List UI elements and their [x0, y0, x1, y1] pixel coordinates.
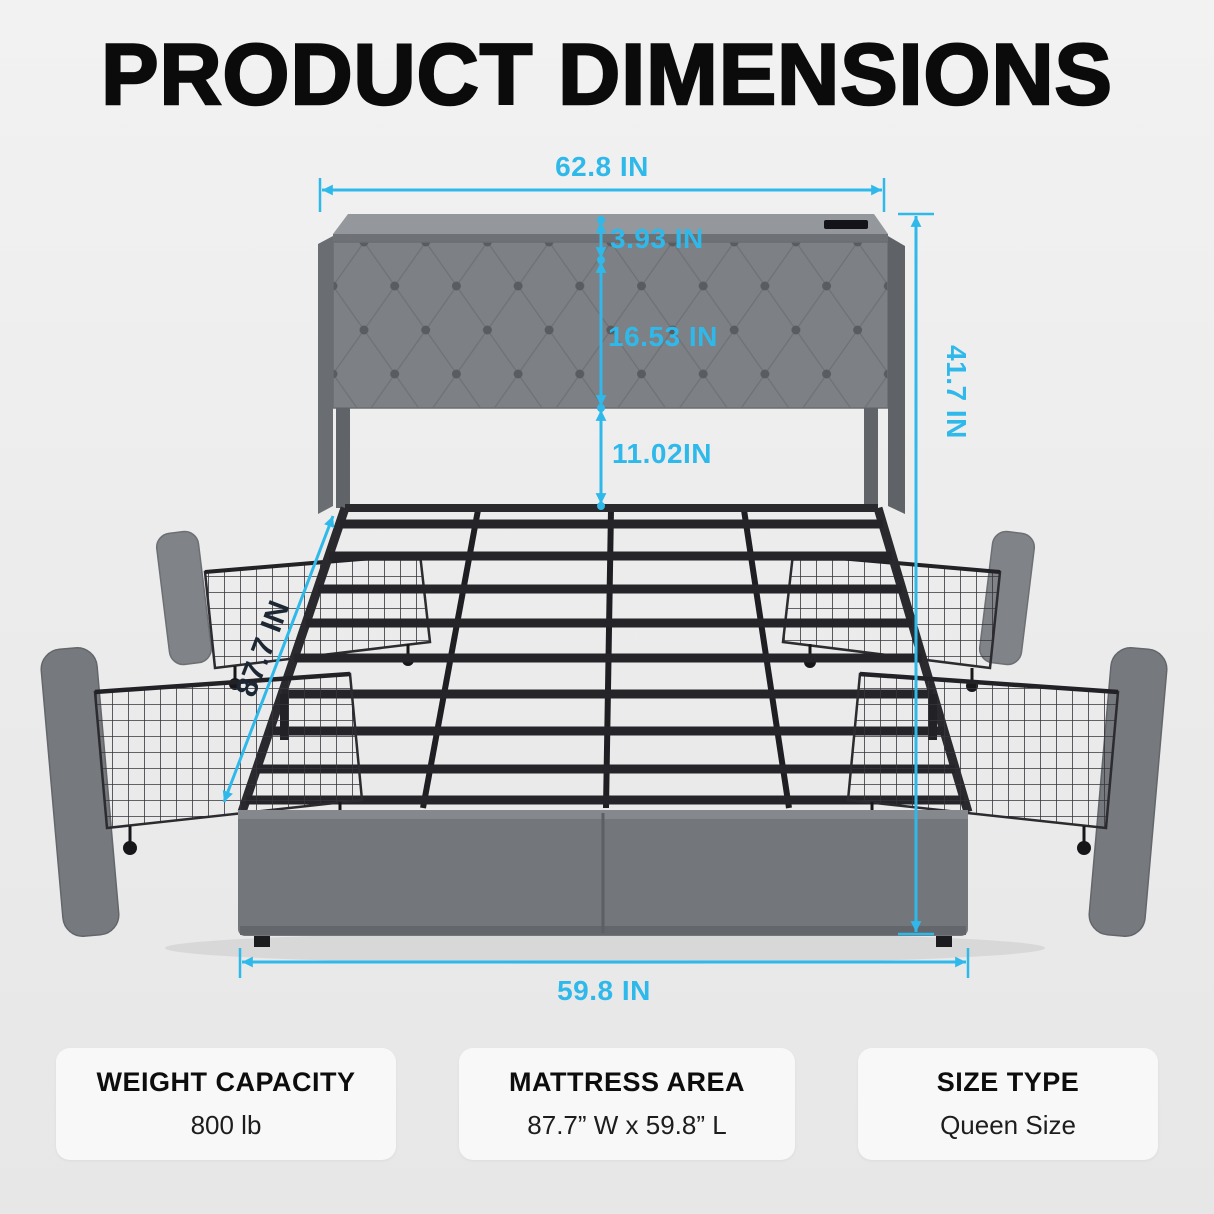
headboard: [318, 214, 905, 514]
dim-label-headboard-height: 16.53 IN: [608, 321, 718, 352]
spec-value-weight-capacity: 800 lb: [190, 1110, 262, 1140]
dimension-top-width: 62.8 IN: [318, 151, 886, 212]
dimension-total-height: 41.7 IN: [898, 212, 972, 936]
spec-value-size-type: Queen Size: [940, 1110, 1076, 1140]
dim-label-shelf-height: 3.93 IN: [610, 223, 704, 254]
page-title: PRODUCT DIMENSIONS: [100, 26, 1113, 125]
headboard-wing-left: [318, 236, 333, 514]
spec-label-mattress-area: MATTRESS AREA: [509, 1067, 745, 1097]
caster-wheel: [1077, 841, 1091, 855]
dim-label-top-width: 62.8 IN: [555, 151, 649, 182]
headboard-wing-right: [888, 236, 905, 514]
dimension-bottom-width: 59.8 IN: [238, 948, 970, 1006]
drawer-front-panel: [155, 530, 213, 666]
caster-wheel: [123, 841, 137, 855]
spec-card-size-type: SIZE TYPE Queen Size: [858, 1048, 1158, 1160]
base-foot: [936, 936, 952, 947]
dim-label-bed-width: 59.8 IN: [557, 975, 651, 1006]
base-foot: [254, 936, 270, 947]
spec-card-weight-capacity: WEIGHT CAPACITY 800 lb: [56, 1048, 396, 1160]
spec-label-size-type: SIZE TYPE: [936, 1067, 1080, 1097]
spec-value-mattress-area: 87.7” W x 59.8” L: [527, 1110, 727, 1140]
wire-basket: [846, 672, 1120, 830]
spec-cards: WEIGHT CAPACITY 800 lb MATTRESS AREA 87.…: [0, 1048, 1214, 1160]
tufted-panel: [333, 242, 888, 408]
charging-station: [824, 220, 868, 229]
dim-label-total-height: 41.7 IN: [941, 345, 972, 439]
spec-label-weight-capacity: WEIGHT CAPACITY: [96, 1067, 356, 1097]
spec-card-mattress-area: MATTRESS AREA 87.7” W x 59.8” L: [459, 1048, 795, 1160]
frame-slats: [246, 519, 964, 805]
wire-basket: [93, 672, 364, 830]
bed-base: [238, 810, 968, 947]
dimension-headboard-stack: 3.93 IN 16.53 IN 11.02IN: [595, 216, 718, 510]
dim-label-clearance-height: 11.02IN: [612, 438, 712, 469]
floor-shadow: [165, 932, 1045, 964]
